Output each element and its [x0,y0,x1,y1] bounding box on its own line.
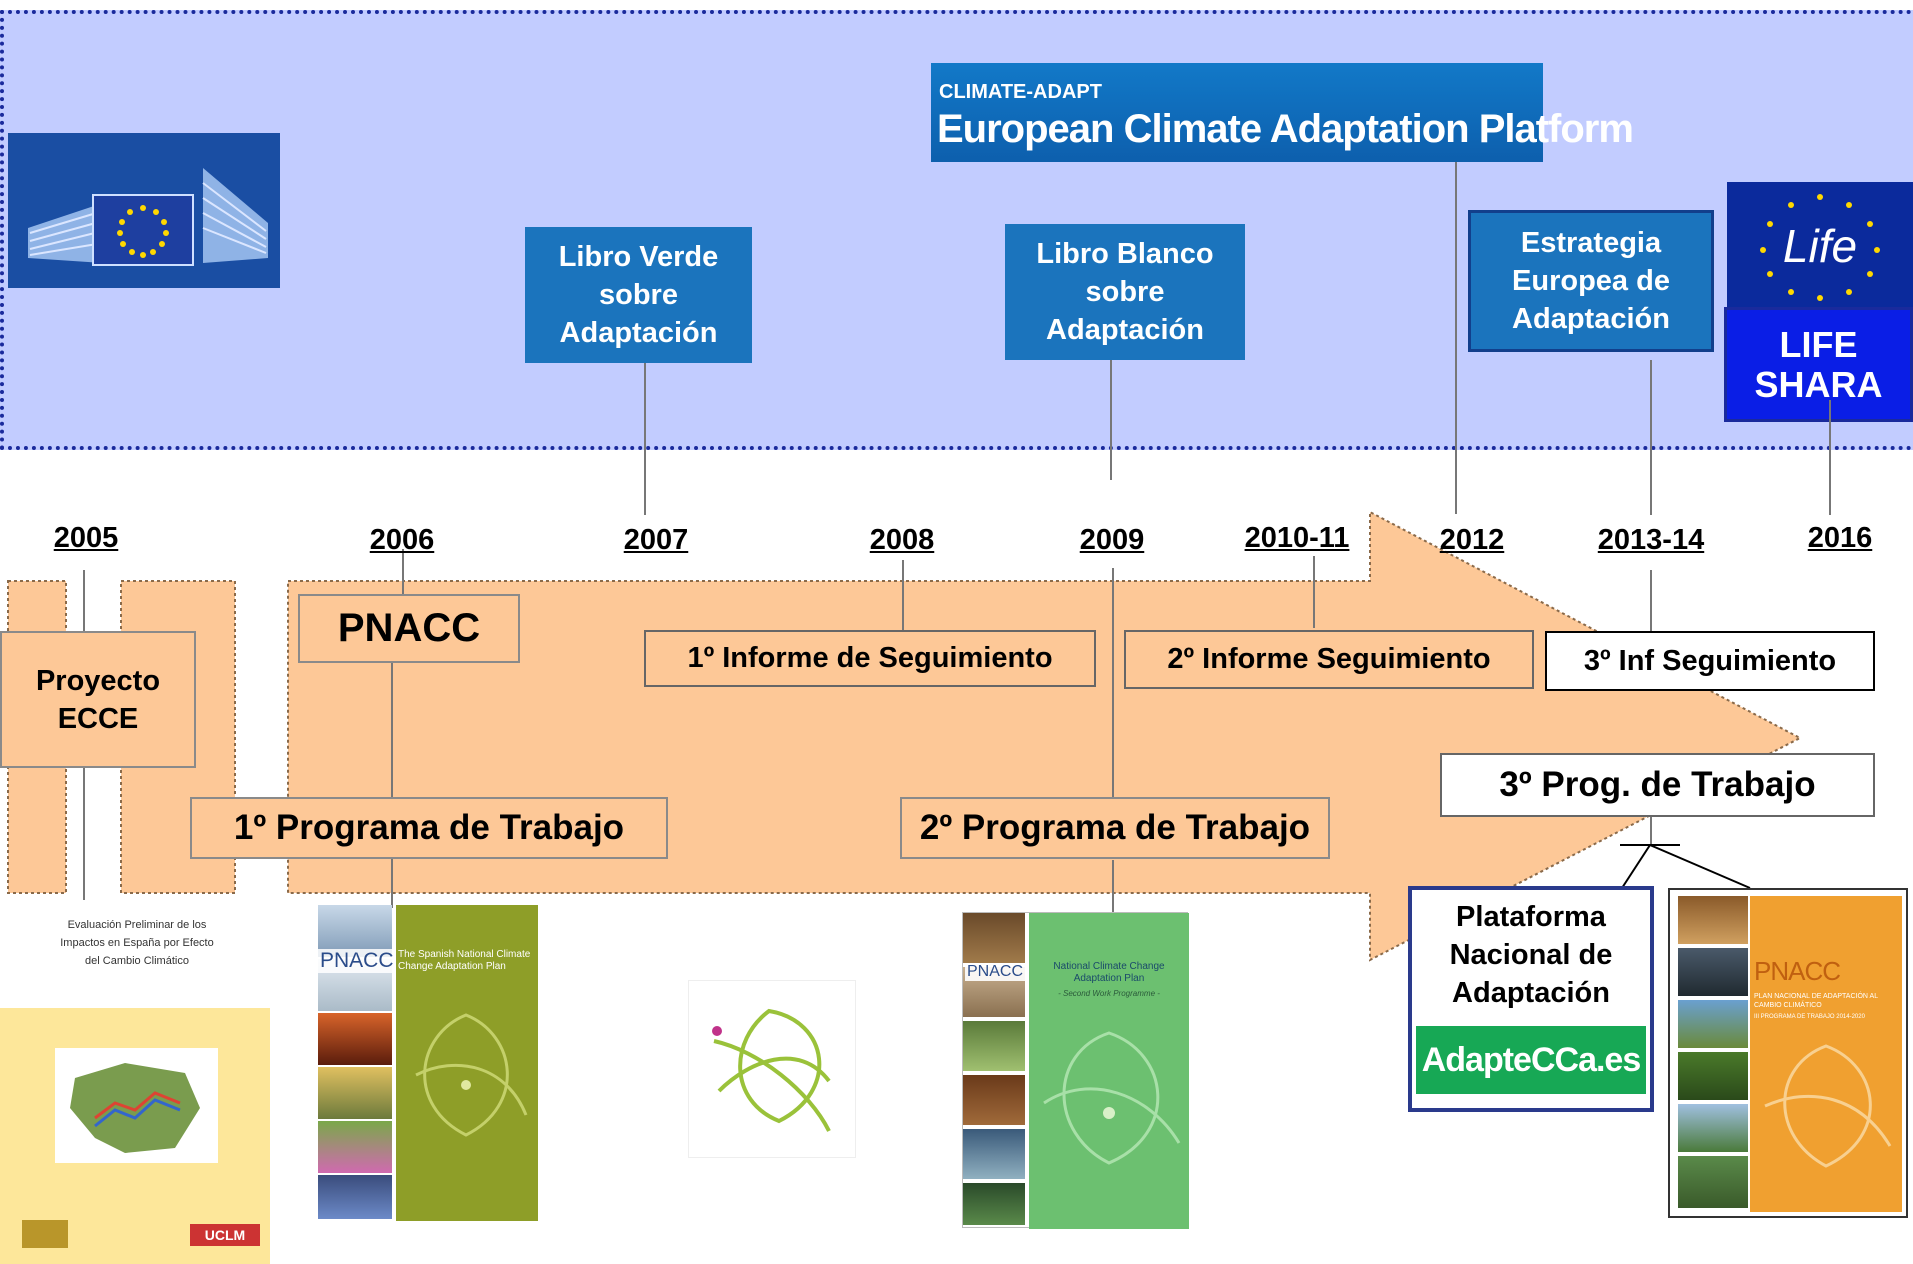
ecce-document: Evaluación Preliminar de los Impactos en… [0,910,270,1264]
life-stars-icon: Life [1760,194,1880,301]
connector-pnacc-doc [391,660,393,908]
pnacc1-photo-strip [318,905,392,1221]
pnacc-swirl-icon [415,1013,528,1137]
white-paper-box: Libro Blanco sobre Adaptación [1005,224,1245,360]
pnacc1-logo: PNACC [318,949,396,973]
life-logo-text: Life [1783,220,1857,272]
european-commission-logo [8,133,280,288]
connector-2006-pnacc [402,549,404,596]
program3-box: 3º Prog. de Trabajo [1440,753,1875,817]
spain-map-image [55,1048,218,1163]
connector-2012 [1455,162,1457,514]
year-2010-11: 2010-11 [1244,522,1350,554]
pnacc1-cover: The Spanish National Climate Change Adap… [396,905,538,1221]
climate-adapt-title: European Climate Adaptation Platform [937,107,1634,151]
ecce-cover: UCLM [0,1008,270,1264]
climate-adapt-small-label: CLIMATE-ADAPT [939,81,1102,103]
year-2009: 2009 [1079,524,1145,556]
connector-program3 [1650,817,1652,845]
connector-program2-doc [1112,860,1114,912]
program1-box: 1º Programa de Trabajo [190,797,668,859]
pnacc-swirl-logo [688,980,856,1158]
pnacc2-subtitle: - Second Work Programme - [1058,989,1160,998]
pnacc2-title: National Climate Change Adaptation Plan [1053,961,1165,984]
life-logo: Life [1727,182,1913,310]
connector-2010 [1313,556,1315,628]
pnacc-box: PNACC [298,594,520,663]
adaptecca-badge: AdapteCCa.es [1416,1026,1646,1094]
year-2013-14: 2013-14 [1597,524,1705,556]
year-2005: 2005 [53,522,119,554]
climate-adapt-banner: CLIMATE-ADAPT European Climate Adaptatio… [931,63,1634,162]
year-2008: 2008 [869,524,935,556]
report3-box: 3º Inf Seguimiento [1545,631,1875,691]
pnacc3-cover: PNACC PLAN NACIONAL DE ADAPTACIÓN AL CAM… [1750,896,1902,1212]
year-2012: 2012 [1439,524,1505,556]
connector-2009 [1110,358,1112,480]
pnacc2-photo-strip [963,913,1025,1229]
eu-strategy-box: Estrategia Europea de Adaptación [1468,210,1714,352]
year-2007: 2007 [623,524,689,556]
pnacc3-document: PNACC PLAN NACIONAL DE ADAPTACIÓN AL CAM… [1668,888,1908,1218]
report1-box: 1º Informe de Seguimiento [644,630,1096,687]
year-2006: 2006 [369,524,435,556]
year-2016: 2016 [1807,522,1873,554]
connector-2009-program [1112,568,1114,798]
report2-box: 2º Informe Seguimiento [1124,630,1534,689]
pnacc1-title: The Spanish National Climate Change Adap… [398,949,531,972]
connector-2013-report [1650,570,1652,660]
ecce-caption: Evaluación Preliminar de los Impactos en… [60,919,214,967]
platform-title: Plataforma Nacional de Adaptación [1449,901,1613,1009]
pnacc3-logo: PNACC [1754,956,1841,986]
green-paper-box: Libro Verde sobre Adaptación [525,227,752,363]
pnacc3-swirl-icon [1764,1044,1892,1168]
pnacc1-document: PNACC The Spanish National Climate Chang… [318,905,538,1221]
ecce-uclm-badge: UCLM [190,1224,260,1246]
berlaymont-building-icon [28,168,268,266]
connector-2013 [1650,360,1652,515]
pnacc3-subtitle: III PROGRAMA DE TRABAJO 2014-2020 [1754,1014,1865,1020]
pnacc3-photo-strip [1678,896,1748,1212]
pnacc2-logo: PNACC [965,963,1026,981]
pnacc2-cover: National Climate Change Adaptation Plan … [1029,913,1189,1229]
swirl-logo-icon [712,1008,831,1132]
connector-2016-life [1829,400,1831,515]
life-shara-box: LIFE SHARA [1724,307,1913,422]
connector-2008 [902,560,904,630]
pnacc2-document: PNACC National Climate Change Adaptation… [962,912,1189,1229]
connector-2007 [644,360,646,515]
platform-box: Plataforma Nacional de Adaptación Adapte… [1408,886,1654,1112]
pnacc2-swirl-icon [1043,1031,1181,1165]
ministry-emblem-icon [22,1220,68,1248]
pnacc3-title: PLAN NACIONAL DE ADAPTACIÓN AL CAMBIO CL… [1754,993,1878,1009]
program2-box: 2º Programa de Trabajo [900,797,1330,859]
program3-branch [1620,844,1751,889]
ecce-box: Proyecto ECCE [0,631,196,768]
